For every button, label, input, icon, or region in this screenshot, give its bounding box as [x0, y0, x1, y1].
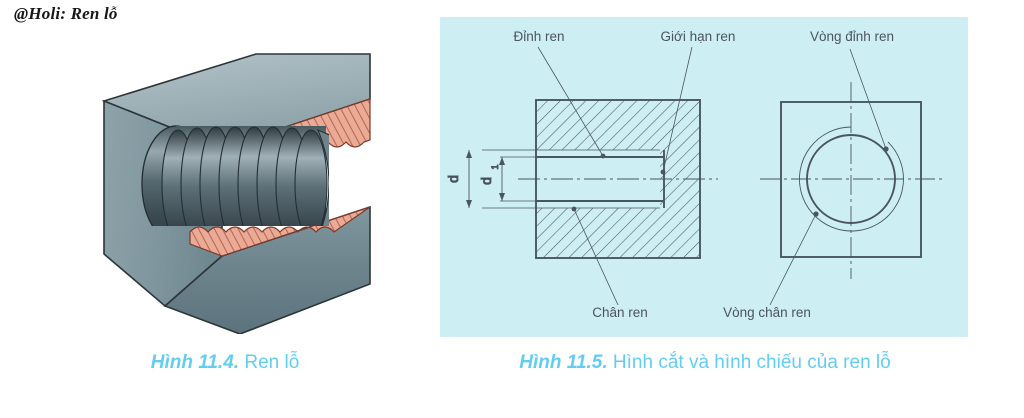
leader-vong-dinh-ren	[849, 48, 889, 152]
figure-11-4-caption: Hình 11.4. Ren lỗ	[60, 352, 390, 374]
figure-11-5-caption-text: Hình cắt và hình chiếu của ren lỗ	[607, 352, 891, 373]
section-hatch-upper	[536, 100, 700, 150]
dimension-d: d	[445, 149, 536, 209]
dimension-d-label: d	[445, 175, 461, 183]
block-front-face	[163, 205, 371, 334]
section-view: d d 1	[445, 46, 718, 306]
cut-face-lower	[189, 206, 371, 257]
figure-11-5-panel: d d 1	[440, 17, 968, 337]
header-watermark: @Holi: Ren lỗ	[14, 4, 118, 23]
leader-vong-chan-ren	[769, 211, 819, 306]
figure-11-4-caption-text: Ren lỗ	[239, 352, 300, 373]
figure-11-5-caption-number: Hình 11.5.	[519, 352, 608, 373]
leader-gioi-han-ren	[660, 46, 693, 175]
label-dinh-ren: Đỉnh ren	[513, 29, 564, 44]
section-hatch-lower	[536, 208, 700, 258]
label-gioi-han-ren: Giới hạn ren	[661, 29, 736, 44]
leader-chan-ren	[571, 206, 619, 306]
leader-dinh-ren	[537, 46, 606, 159]
projection-view	[760, 48, 943, 306]
figure-11-5-caption: Hình 11.5. Hình cắt và hình chiếu của re…	[440, 352, 970, 374]
projection-root-arc	[799, 126, 904, 232]
dimension-d1-label: d	[478, 177, 494, 185]
figure-11-4-caption-number: Hình 11.4.	[150, 352, 240, 373]
projection-crest-circle	[806, 134, 896, 224]
figure-11-4-pictorial	[60, 44, 390, 334]
internal-thread-helix	[141, 125, 329, 226]
dimension-d1: d 1	[478, 156, 536, 202]
label-vong-chan-ren: Vòng chân ren	[723, 305, 811, 320]
label-chan-ren: Chân ren	[592, 305, 648, 320]
label-vong-dinh-ren: Vòng đỉnh ren	[810, 29, 894, 44]
dimension-d1-subscript: 1	[490, 164, 500, 169]
